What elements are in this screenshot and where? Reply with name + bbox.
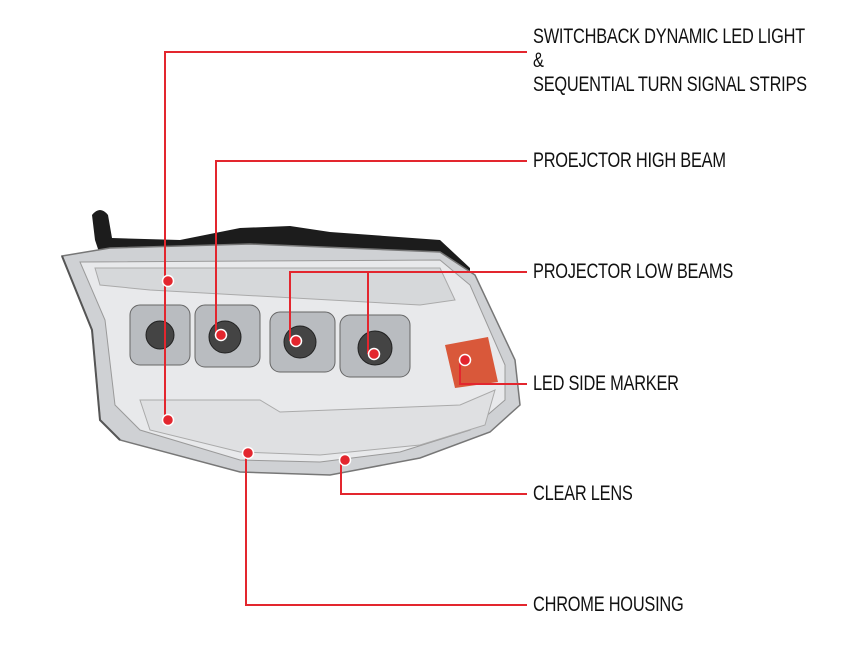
callout-dot	[289, 334, 303, 348]
callout-line-chrome-housing	[245, 453, 527, 606]
label-switchback-line2: &	[533, 49, 544, 72]
callout-line-high-beam	[215, 160, 527, 335]
label-side-marker: LED SIDE MARKER	[533, 372, 679, 395]
callout-line-switchback	[164, 51, 527, 420]
label-high-beam: PROEJCTOR HIGH BEAM	[533, 149, 726, 172]
callout-dot	[214, 328, 228, 342]
callout-dot	[161, 413, 175, 427]
label-low-beams: PROJECTOR LOW BEAMS	[533, 260, 734, 283]
callout-line-clear-lens	[340, 460, 527, 495]
callout-line-low-beam-1	[289, 271, 527, 341]
amber-side-marker	[445, 337, 498, 388]
label-switchback-line1: SWITCHBACK DYNAMIC LED LIGHT	[533, 25, 805, 48]
label-chrome-housing: CHROME HOUSING	[533, 593, 684, 616]
callout-lines	[164, 51, 527, 606]
label-clear-lens: CLEAR LENS	[533, 482, 633, 505]
callout-dot	[338, 453, 352, 467]
callout-dots	[161, 274, 472, 467]
callout-dot	[241, 446, 255, 460]
headlight-image	[60, 210, 521, 476]
callout-dot	[161, 274, 175, 288]
callout-dot	[367, 347, 381, 361]
label-switchback-line3: SEQUENTIAL TURN SIGNAL STRIPS	[533, 73, 807, 96]
callout-dot	[458, 353, 472, 367]
